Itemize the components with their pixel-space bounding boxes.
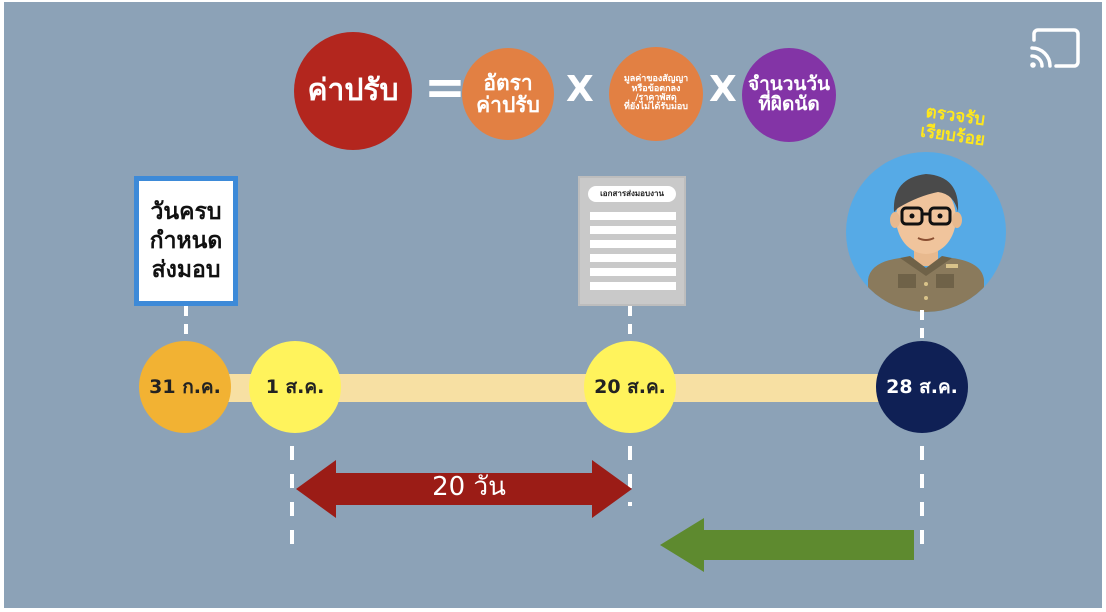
red-double-arrow [296,460,632,518]
multiply-sign-2: X [709,69,737,110]
officer-avatar [846,152,1006,312]
connector-deadline [184,306,188,342]
span-label: 20 วัน [432,472,506,502]
multiply-sign-1: X [566,69,594,110]
connector-officer [920,310,924,342]
inspection-status: ตรวจรับ เรียบร้อย [902,99,1007,153]
officer-illustration [868,174,984,312]
contract-value-circle: มูลค่าของสัญญา หรือข้อตกลง /ราคาพัสดุ ที… [609,47,703,141]
date-node-aug1: 1 ส.ค. [249,341,341,433]
value-line4: ที่ยังไม่ได้รับมอบ [623,102,688,113]
rate-label-line2: ค่าปรับ [476,93,540,117]
video-frame: ค่าปรับ = อัตรา ค่าปรับ X มูลค่าของสัญญา… [4,2,1102,608]
document-icon: เอกสารส่งมอบงาน [578,176,686,306]
rate-circle: อัตรา ค่าปรับ [462,48,554,140]
value-line2: หรือข้อตกลง [631,83,681,94]
connector-aug28-lower [920,446,924,552]
deadline-line2: กำหนด [149,227,223,254]
deadline-sign: วันครบ กำหนด ส่งมอบ [134,176,238,306]
deadline-line3: ส่งมอบ [151,256,221,283]
days-late-circle: จำนวนวัน ที่ผิดนัด [742,48,836,142]
equals-sign: = [424,58,466,116]
connector-document [628,306,632,342]
date-node-jul31: 31 ก.ค. [139,341,231,433]
days-late-line1: จำนวนวัน [747,73,831,96]
date-node-aug28: 28 ส.ค. [876,341,968,433]
connector-aug20-lower [628,446,632,506]
document-title: เอกสารส่งมอบงาน [588,186,676,202]
fine-label: ค่าปรับ [307,73,399,109]
document-line [590,240,676,248]
days-late-line2: ที่ผิดนัด [758,93,820,115]
document-line [590,226,676,234]
rate-label-line1: อัตรา [483,70,533,95]
deadline-line1: วันครบ [150,198,222,225]
document-line [590,282,676,290]
value-line3: /ราคาพัสดุ [635,93,677,103]
date-node-aug20: 20 ส.ค. [584,341,676,433]
fine-circle: ค่าปรับ [294,32,412,150]
value-line1: มูลค่าของสัญญา [623,74,689,85]
cast-icon[interactable] [1026,26,1082,70]
green-left-arrow [660,518,914,572]
document-line [590,212,676,220]
document-line [590,268,676,276]
document-line [590,254,676,262]
connector-aug1-lower [290,446,294,552]
